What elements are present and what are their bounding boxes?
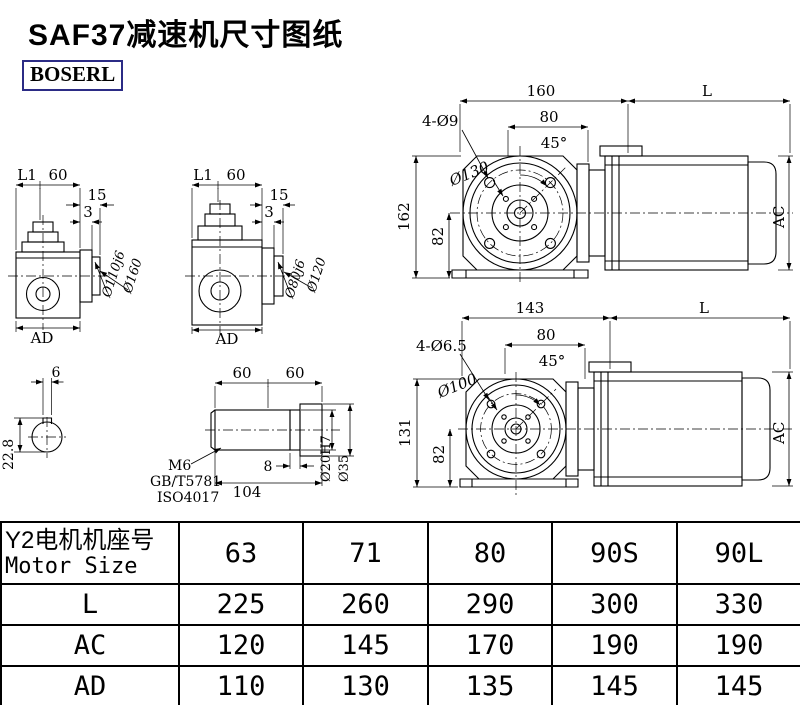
row-label-l: L bbox=[0, 583, 180, 626]
shaft-outline bbox=[210, 403, 323, 457]
cell-ac-4: 190 bbox=[676, 624, 800, 667]
view-front-motor-bottom: 143 L 4-Ø6.5 80 45° Ø100 131 82 bbox=[396, 299, 793, 496]
dim-160-label: 160 bbox=[527, 82, 556, 100]
dim-60-label: 60 bbox=[226, 166, 245, 184]
view-gearbox-side-small: L1 60 15 3 Ø110j6 Ø160 AD bbox=[8, 166, 146, 347]
dim-dia100-label: Ø100 bbox=[434, 370, 480, 403]
cell-ac-3: 190 bbox=[551, 624, 678, 667]
view-front-motor-top: 160 L 4-Ø9 80 45° Ø130 162 82 bbox=[395, 82, 793, 282]
cell-ad-3: 145 bbox=[551, 665, 678, 705]
dimensions: L1 60 15 3 Ø110j6 Ø160 AD bbox=[15, 166, 146, 347]
dim-l1-label: L1 bbox=[193, 166, 213, 184]
dim-dia35-label: Ø35 bbox=[337, 455, 352, 482]
dim-bore-label: Ø20H7 bbox=[319, 435, 334, 482]
table-header-row: Y2电机机座号 Motor Size 63 71 80 90S 90L bbox=[0, 521, 800, 585]
dim-dia120-label: Ø120 bbox=[304, 256, 330, 295]
dim-ac-label: AC bbox=[770, 206, 788, 229]
dimensions: 143 L 4-Ø6.5 80 45° Ø100 131 82 bbox=[396, 299, 793, 488]
boserl-logo: BOSERL bbox=[22, 60, 124, 91]
dimension-table: Y2电机机座号 Motor Size 63 71 80 90S 90L L 22… bbox=[0, 521, 800, 705]
dim-3-label: 3 bbox=[264, 203, 274, 221]
motor-outline bbox=[576, 145, 777, 271]
size-col-80: 80 bbox=[427, 521, 553, 585]
dim-162-label: 162 bbox=[395, 202, 413, 231]
dim-45deg-label: 45° bbox=[541, 134, 568, 152]
motor-outline bbox=[565, 361, 771, 487]
dim-45deg-label: 45° bbox=[539, 352, 566, 370]
dim-holes-label: 4-Ø6.5 bbox=[416, 337, 467, 355]
dim-15-label: 15 bbox=[269, 186, 288, 204]
dim-60a-label: 60 bbox=[232, 364, 251, 382]
cell-ad-1: 130 bbox=[302, 665, 429, 705]
centerlines bbox=[8, 215, 110, 330]
size-col-90s: 90S bbox=[551, 521, 678, 585]
dim-228-label: 22.8 bbox=[1, 439, 17, 470]
dim-ad-label: AD bbox=[215, 330, 239, 348]
dim-holes-label: 4-Ø9 bbox=[422, 112, 458, 130]
dim-82-label: 82 bbox=[429, 227, 447, 246]
dimensions: 160 L 4-Ø9 80 45° Ø130 162 82 bbox=[395, 82, 793, 279]
view-shaft-detail: 60 60 M6 GB/T5781 ISO4017 8 104 Ø20H7 bbox=[150, 364, 354, 506]
motor-size-label-cn: Y2电机机座号 bbox=[5, 526, 155, 554]
cell-ad-0: 110 bbox=[178, 665, 304, 705]
dim-l1-label: L1 bbox=[17, 166, 37, 184]
cell-ad-2: 135 bbox=[427, 665, 553, 705]
dim-143-label: 143 bbox=[516, 299, 545, 317]
dim-104-label: 104 bbox=[233, 483, 262, 501]
dim-l-label: L bbox=[702, 82, 712, 100]
dim-ac-label: AC bbox=[770, 422, 788, 445]
standard-iso-label: ISO4017 bbox=[157, 490, 219, 506]
table-row-ac: AC 120 145 170 190 190 bbox=[0, 624, 800, 667]
page-title: SAF37减速机尺寸图纸 bbox=[28, 19, 344, 52]
view-shaft-section: 6 22.8 bbox=[1, 365, 66, 470]
dim-8-label: 8 bbox=[264, 459, 273, 475]
view-gearbox-side-large: L1 60 15 3 Ø80j6 Ø120 AD bbox=[185, 166, 330, 348]
row-label-ac: AC bbox=[0, 624, 180, 667]
centerlines bbox=[185, 200, 305, 335]
motor-size-label-en: Motor Size bbox=[5, 554, 138, 580]
cell-ad-4: 145 bbox=[676, 665, 800, 705]
dimension-drawing: L1 60 15 3 Ø110j6 Ø160 AD bbox=[1, 82, 793, 506]
dim-3-label: 3 bbox=[83, 203, 93, 221]
cell-l-3: 300 bbox=[551, 583, 678, 626]
cell-l-0: 225 bbox=[178, 583, 304, 626]
cell-ac-2: 170 bbox=[427, 624, 553, 667]
motor-size-header-cell: Y2电机机座号 Motor Size bbox=[0, 521, 180, 585]
dim-60-label: 60 bbox=[48, 166, 67, 184]
dimensions: L1 60 15 3 Ø80j6 Ø120 AD bbox=[191, 166, 330, 348]
cell-l-2: 290 bbox=[427, 583, 553, 626]
dim-dia80-label: Ø80j6 bbox=[282, 258, 309, 301]
size-col-71: 71 bbox=[302, 521, 429, 585]
cell-ac-0: 120 bbox=[178, 624, 304, 667]
dim-80-label: 80 bbox=[536, 326, 555, 344]
row-label-ad: AD bbox=[0, 665, 180, 705]
dim-82-label: 82 bbox=[430, 445, 448, 464]
cell-l-1: 260 bbox=[302, 583, 429, 626]
flange-circles bbox=[451, 155, 589, 279]
size-col-90l: 90L bbox=[676, 521, 800, 585]
dim-60b-label: 60 bbox=[285, 364, 304, 382]
table-row-ad: AD 110 130 135 145 145 bbox=[0, 665, 800, 705]
size-col-63: 63 bbox=[178, 521, 304, 585]
dim-l-label: L bbox=[699, 299, 709, 317]
thread-callout-label: M6 bbox=[168, 458, 191, 474]
dim-80-label: 80 bbox=[539, 108, 558, 126]
dimensions: 6 22.8 bbox=[1, 365, 64, 470]
dim-ad-label: AD bbox=[30, 329, 54, 347]
cell-l-4: 330 bbox=[676, 583, 800, 626]
dim-131-label: 131 bbox=[396, 418, 414, 447]
gearbox-outline bbox=[191, 203, 284, 326]
gearbox-outline bbox=[15, 221, 101, 319]
keyway bbox=[42, 417, 53, 424]
logo-text: BOSERL bbox=[30, 62, 116, 86]
dimensions: 60 60 M6 GB/T5781 ISO4017 8 104 Ø20H7 bbox=[150, 364, 354, 506]
cell-ac-1: 145 bbox=[302, 624, 429, 667]
standard-gb-label: GB/T5781 bbox=[150, 474, 221, 490]
table-row-l: L 225 260 290 300 330 bbox=[0, 583, 800, 626]
dim-6-label: 6 bbox=[52, 365, 61, 381]
dim-15-label: 15 bbox=[87, 186, 106, 204]
